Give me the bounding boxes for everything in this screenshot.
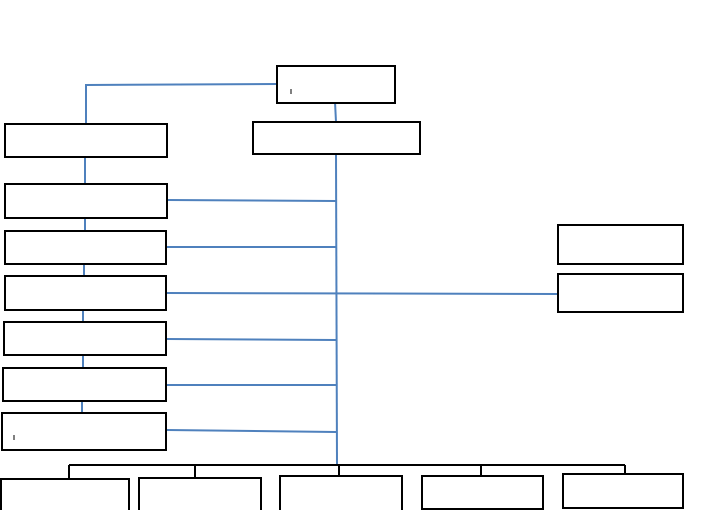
left-4-branch-connector (166, 338, 337, 341)
node-bottom-1 (0, 478, 130, 510)
node-left-5 (2, 367, 167, 402)
node-left-1 (4, 183, 168, 219)
node-center (252, 121, 421, 155)
node-right-1 (557, 224, 684, 265)
node-left-2 (4, 230, 167, 265)
node-left-3 (4, 275, 167, 311)
node-left-head (4, 123, 168, 158)
connector-lines (81, 83, 559, 466)
node-left-6 (1, 412, 167, 451)
node-bottom-2 (138, 477, 262, 510)
node-bottom-5 (562, 473, 684, 509)
left-1-branch-connector (166, 199, 337, 202)
bottom-drops (68, 465, 626, 479)
bottom-bus-connector (68, 464, 626, 479)
node-left-4 (3, 321, 167, 356)
top-to-center-connector (334, 101, 337, 123)
center-trunk-connector (335, 153, 338, 466)
node-bottom-4 (421, 475, 544, 510)
top-to-left-head-connector (85, 83, 278, 124)
node-top (276, 65, 396, 104)
left-column-spine-connector (81, 157, 86, 413)
node-right-2 (557, 273, 684, 313)
left-6-branch-connector (166, 429, 337, 433)
node-bottom-3 (279, 475, 403, 510)
left-3-and-right-2-branch-connector (166, 292, 559, 295)
